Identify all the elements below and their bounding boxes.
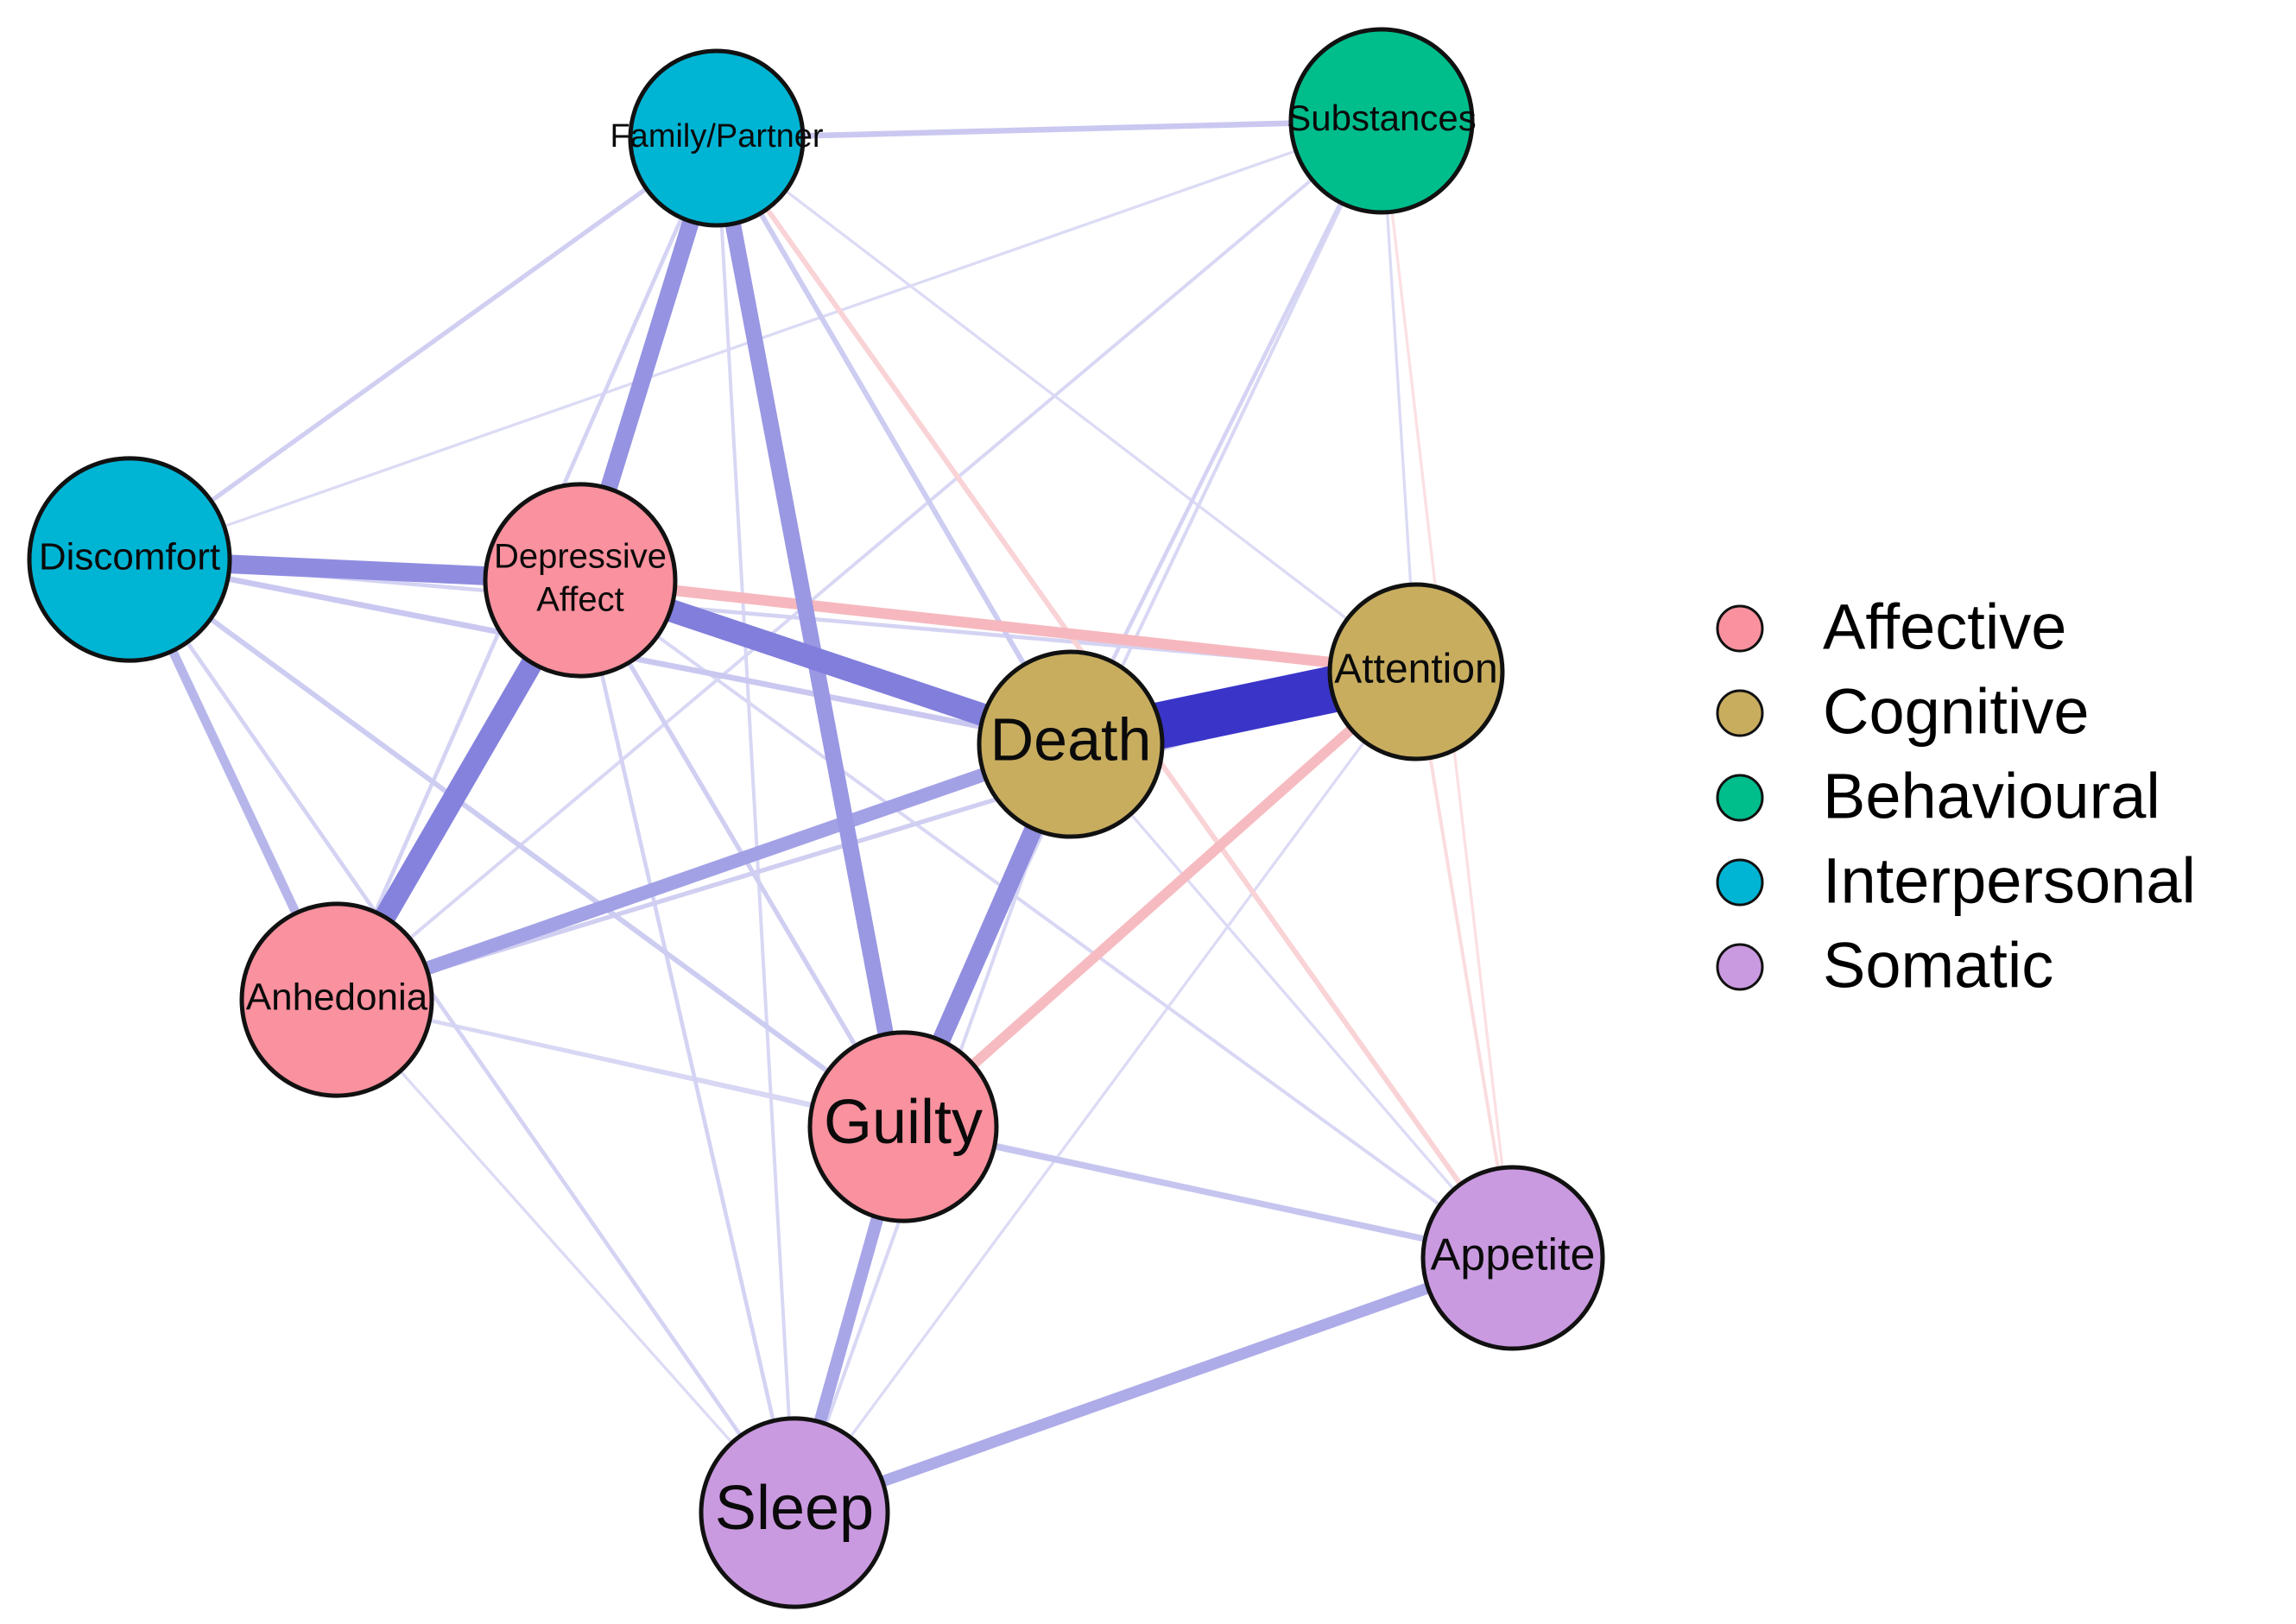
node-label-substances: Substances	[1287, 98, 1476, 138]
edge-death-appetite	[1069, 742, 1515, 1260]
edge-family-sleep	[715, 137, 796, 1513]
legend-swatch-icon	[1716, 774, 1764, 822]
node-circle-discomfort	[27, 456, 232, 663]
legend-swatch-icon	[1716, 604, 1764, 653]
node-circle-substances	[1288, 27, 1475, 215]
edge-family-substances	[716, 117, 1382, 142]
edge-discomfort-sleep	[128, 558, 796, 1514]
node-label-attention: Attention	[1334, 647, 1497, 692]
edge-attention-sleep	[793, 671, 1418, 1513]
edge-depressive-sleep	[578, 579, 797, 1513]
edge-depressive-appetite	[579, 578, 1515, 1260]
node-label-discomfort: Discomfort	[39, 536, 220, 578]
edge-discomfort-guilty	[128, 557, 905, 1129]
edge-depressive-attention	[579, 574, 1417, 678]
edge-guilty-appetite	[902, 1123, 1514, 1261]
node-circle-depressive	[483, 482, 678, 679]
legend-label: Cognitive	[1823, 676, 2090, 748]
node-death[interactable]: Death	[977, 649, 1165, 839]
node-circle-guilty	[807, 1030, 999, 1223]
node-sleep[interactable]: Sleep	[699, 1416, 890, 1609]
legend-item-somatic[interactable]: Somatic	[1716, 930, 2053, 1002]
node-circle-death	[977, 649, 1165, 839]
edge-family-attention	[715, 136, 1418, 673]
legend-label: Somatic	[1823, 930, 2053, 1002]
node-label-depressive: Depressive	[494, 538, 667, 576]
edge-discomfort-family	[128, 136, 718, 562]
edge-family-death	[714, 136, 1073, 746]
legend-swatch-icon	[1716, 689, 1764, 737]
legend-label: Behavioural	[1823, 761, 2160, 832]
legend-label: Interpersonal	[1823, 845, 2196, 917]
node-circle-sleep	[699, 1416, 890, 1609]
node-label-depressive: Affect	[536, 581, 624, 619]
node-circle-family	[628, 48, 806, 228]
node-guilty[interactable]: Guilty	[807, 1030, 999, 1223]
node-circle-anhedonia	[239, 901, 434, 1098]
node-label-guilty: Guilty	[824, 1088, 983, 1157]
legend-swatch-icon	[1716, 943, 1764, 991]
edge-sleep-appetite	[792, 1252, 1515, 1519]
legend-item-behavioural[interactable]: Behavioural	[1716, 761, 2160, 832]
edge-family-guilty	[708, 136, 912, 1128]
node-circle-attention	[1327, 582, 1505, 761]
node-circle-appetite	[1420, 1165, 1605, 1351]
node-anhedonia[interactable]: Anhedonia	[239, 901, 434, 1098]
node-appetite[interactable]: Appetite	[1420, 1165, 1605, 1351]
node-attention[interactable]: Attention	[1327, 582, 1505, 761]
edge-attention-appetite	[1414, 671, 1515, 1259]
legend: AffectiveCognitiveBehaviouralInterperson…	[1716, 591, 2196, 1002]
edge-layer	[125, 117, 1515, 1519]
node-label-sleep: Sleep	[715, 1474, 874, 1543]
node-substances[interactable]: Substances	[1287, 27, 1477, 215]
edge-anhedonia-sleep	[335, 998, 796, 1514]
legend-item-cognitive[interactable]: Cognitive	[1716, 676, 2090, 748]
node-discomfort[interactable]: Discomfort	[27, 456, 232, 663]
legend-item-affective[interactable]: Affective	[1716, 591, 2066, 663]
node-label-death: Death	[990, 705, 1152, 773]
edge-anhedonia-death	[334, 737, 1073, 1007]
legend-swatch-icon	[1716, 858, 1764, 907]
node-family[interactable]: Family/Partner	[610, 48, 824, 228]
node-label-family: Family/Partner	[610, 118, 823, 155]
node-label-anhedonia: Anhedonia	[246, 976, 428, 1019]
node-label-appetite: Appetite	[1431, 1230, 1596, 1280]
edge-substances-anhedonia	[335, 119, 1383, 1002]
legend-label: Affective	[1823, 591, 2066, 663]
legend-item-interpersonal[interactable]: Interpersonal	[1716, 845, 2196, 917]
edge-guilty-attention	[900, 667, 1420, 1131]
